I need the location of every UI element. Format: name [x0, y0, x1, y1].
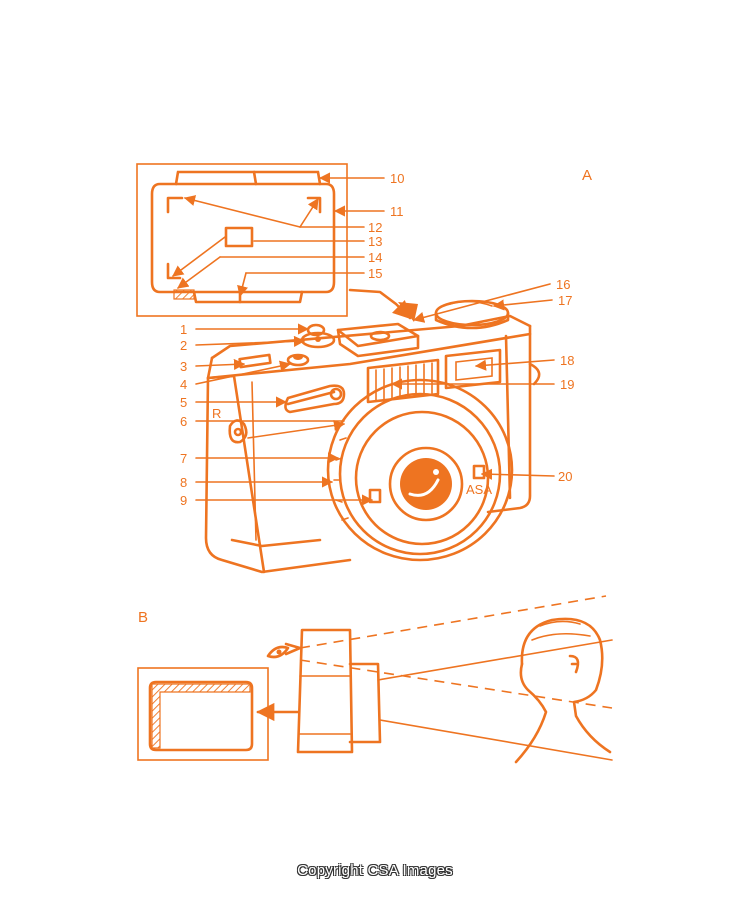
accessory-shoe-side	[336, 328, 420, 358]
lens-line-bottom	[379, 719, 613, 761]
top-dial-mark	[449, 300, 493, 307]
frame-counter-window	[238, 353, 272, 369]
viewfinder-front-inner	[455, 357, 493, 381]
viewfinder-sightline-top	[299, 595, 607, 649]
shoe-contact	[369, 330, 391, 342]
viewfinder-window	[150, 182, 336, 294]
viewfinder-bottom-edge	[192, 290, 304, 304]
parallax-shaded-area	[151, 683, 251, 749]
copyright-watermark: Copyright CSA Images	[297, 862, 453, 879]
self-timer-lever-arm	[286, 390, 336, 406]
exposure-indicator	[173, 289, 195, 300]
frame-corner-tl	[166, 196, 184, 214]
bottom-bevel	[230, 538, 322, 548]
self-timer-pivot	[329, 387, 343, 401]
viewfinder-inset	[136, 163, 348, 317]
callout-12-arrow-b	[299, 198, 319, 228]
callout-2: 2	[180, 338, 187, 353]
subject-face	[514, 662, 548, 764]
callout-5: 5	[180, 395, 187, 410]
callout-16-line	[412, 283, 551, 323]
body-seam	[251, 381, 257, 541]
frame-corner-tr	[306, 196, 322, 214]
callout-9: 9	[180, 493, 187, 508]
camera-callouts	[195, 283, 555, 506]
eye-pupil	[276, 649, 282, 655]
callout-16: 16	[556, 277, 570, 292]
section-label-b: B	[138, 609, 148, 626]
subject-hair	[531, 620, 591, 641]
callout-8: 8	[180, 475, 187, 490]
callout-12-arrow-c	[172, 236, 226, 277]
viewfinder-inset-frame	[136, 163, 348, 317]
right-bevel	[504, 334, 512, 500]
callout-13: 13	[368, 234, 382, 249]
section-label-a: A	[582, 167, 592, 184]
viewfinder-front-window	[444, 348, 502, 390]
viewfinder-tick	[252, 170, 258, 186]
inset-callouts	[172, 172, 385, 298]
front-face-left	[204, 376, 352, 574]
top-dial-side	[434, 311, 510, 330]
callout-20: 20	[558, 469, 572, 484]
rewind-knob-center	[315, 336, 321, 342]
side-camera-body	[296, 628, 354, 754]
rewind-mark: R	[212, 406, 221, 421]
frame-corner-bl	[166, 262, 182, 280]
lens-highlight	[408, 478, 440, 497]
callout-10: 10	[390, 171, 404, 186]
camera-body: R ASA	[204, 299, 541, 574]
callout-17-line	[492, 299, 553, 311]
lens-line-top	[377, 639, 613, 681]
callout-15-arrow	[237, 272, 248, 298]
callout-2-line	[195, 335, 306, 347]
callout-4: 4	[180, 377, 187, 392]
viewfinder-sightline-bottom	[299, 659, 613, 709]
callout-4-line	[195, 360, 292, 385]
callout-12: 12	[368, 220, 382, 235]
shutter-release-top	[293, 354, 303, 360]
asa-window	[472, 464, 486, 480]
front-face-right	[486, 332, 532, 514]
lens-outer-barrel	[326, 378, 514, 562]
lens-glass	[400, 458, 452, 510]
parallax-frame-window	[148, 680, 254, 752]
strap-lug	[528, 362, 541, 386]
subject-head	[520, 617, 612, 754]
side-camera-bands	[299, 675, 351, 735]
callout-14-arrow	[177, 256, 221, 289]
eye-icon	[266, 645, 290, 659]
rangefinder-spot	[224, 226, 254, 248]
strap-eyelet-hole	[233, 427, 243, 437]
lens-highlight-dot	[433, 469, 439, 475]
viewfinder-top-edge	[174, 170, 322, 186]
callout-6: 6	[180, 414, 187, 429]
parallax-diagram	[137, 595, 613, 764]
side-camera-lens	[348, 662, 382, 744]
callout-19: 19	[560, 377, 574, 392]
inset-pointer-arrow	[348, 288, 412, 320]
callout-18: 18	[560, 353, 574, 368]
callout-18-line	[474, 359, 555, 371]
self-timer-lever	[284, 384, 346, 414]
rangefinder-window	[366, 358, 440, 404]
callout-12-arrow-a	[183, 195, 301, 228]
callout-15: 15	[368, 266, 382, 281]
callout-14: 14	[368, 250, 382, 265]
callout-20-line	[480, 468, 555, 480]
lens-inner-rim	[388, 446, 464, 522]
top-plate-front-edge	[206, 324, 532, 380]
callout-1: 1	[180, 322, 187, 337]
callout-3: 3	[180, 359, 187, 374]
callout-numbers: 1 2 3 4 5 6 7 8 9 10 11 12 13 14 15 16 1…	[180, 171, 574, 508]
callout-7: 7	[180, 451, 187, 466]
subject-ear	[568, 654, 580, 674]
callout-3-line	[195, 358, 246, 371]
callout-6-arrow	[247, 419, 346, 439]
callout-11: 11	[390, 204, 404, 219]
callout-17: 17	[558, 293, 572, 308]
asa-mark: ASA	[466, 482, 492, 497]
